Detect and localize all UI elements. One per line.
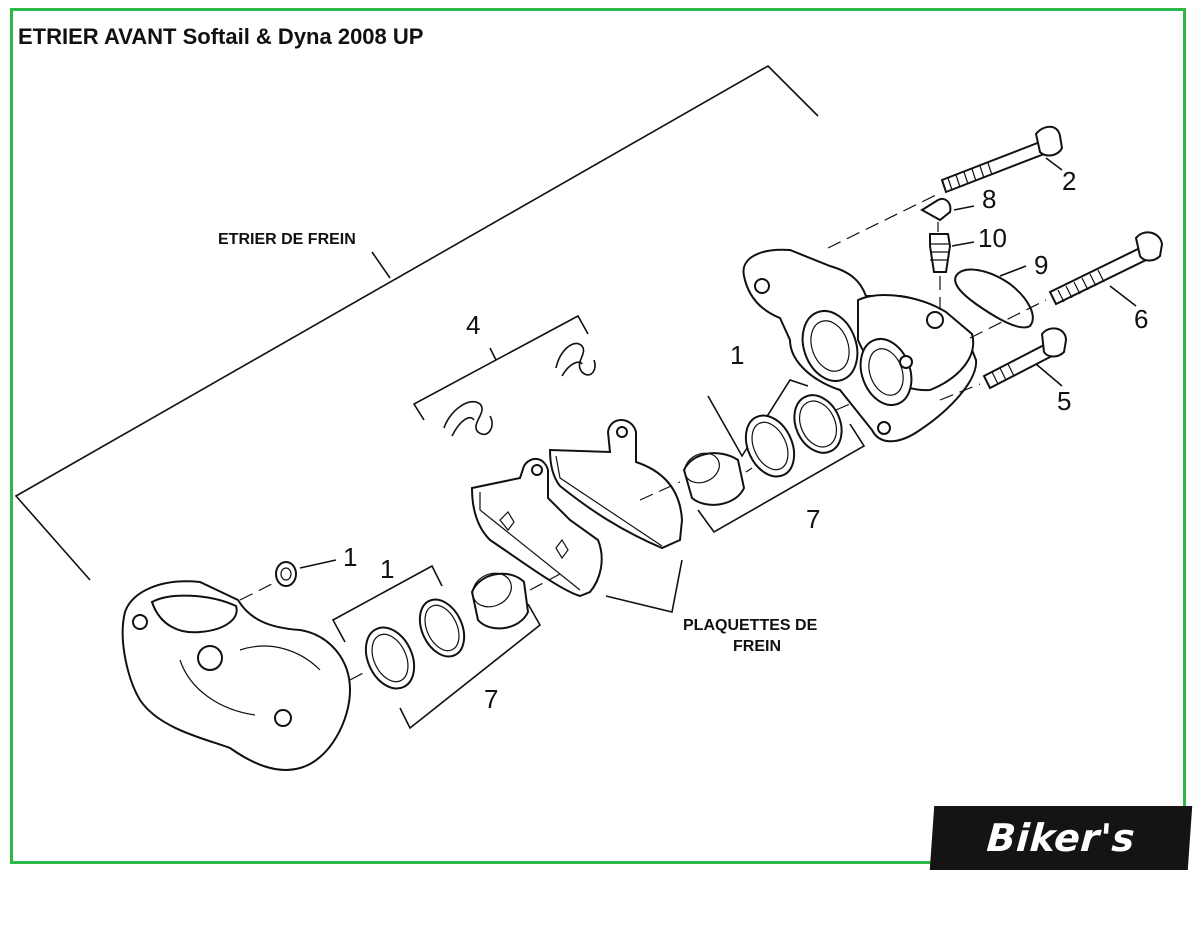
exploded-parts-diagram: ETRIER DE FREIN 1 1 7 4: [14, 65, 1164, 771]
callout-1-left-seals: 1: [380, 554, 394, 584]
callout-2: 2: [1062, 166, 1076, 196]
callout-10: 10: [978, 223, 1007, 253]
bolt-6: [1048, 231, 1164, 307]
callout-7-right: 7: [806, 504, 820, 534]
insulator-9: [954, 265, 1034, 329]
callout-4: 4: [466, 310, 480, 340]
callout-1-bushing: 1: [343, 542, 357, 572]
bleeder-cap-8: [920, 198, 975, 222]
brake-pads: [470, 419, 684, 613]
left-caliper-half: [121, 580, 352, 771]
callout-8: 8: [982, 184, 996, 214]
bleeder-valve-10: [929, 222, 975, 310]
callout-9: 9: [1034, 250, 1048, 280]
callout-1-right-seals: 1: [730, 340, 744, 370]
left-seal-kit: [331, 564, 542, 730]
left-bushing: [275, 559, 337, 587]
diagram-title: ETRIER AVANT Softail & Dyna 2008 UP: [18, 24, 424, 49]
callout-6: 6: [1134, 304, 1148, 334]
bolt-5: [982, 327, 1068, 390]
caliper-bracket: [14, 65, 819, 581]
bikers-store-logo: Biker's Store: [929, 806, 1193, 924]
callout-5: 5: [1057, 386, 1071, 416]
callout-7-left: 7: [484, 684, 498, 714]
bolt-2: [940, 125, 1064, 194]
pads-label-line1: PLAQUETTES DE: [683, 617, 818, 634]
pads-label-line2: FREIN: [733, 638, 781, 655]
pad-clips: [412, 314, 596, 437]
right-seal-kit: [682, 379, 866, 534]
caliper-label: ETRIER DE FREIN: [218, 231, 356, 248]
right-caliper-half: [742, 248, 978, 443]
